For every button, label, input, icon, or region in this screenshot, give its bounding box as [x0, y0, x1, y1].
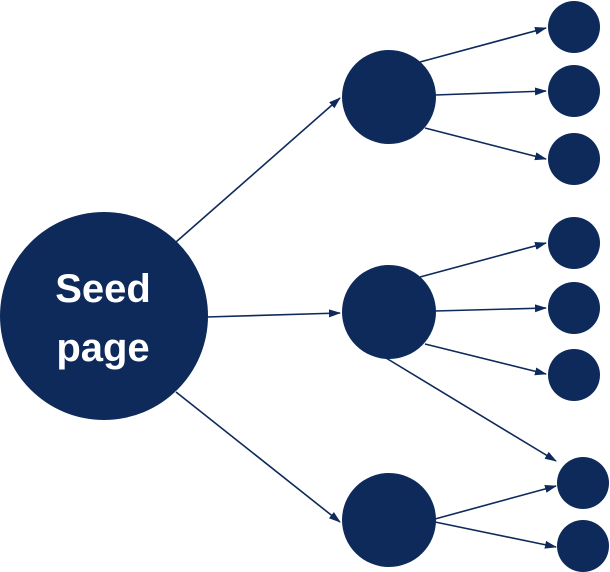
- leaf-node-7: [557, 457, 609, 509]
- edge-seed-to-node-a: [175, 97, 341, 243]
- edge-c-to-leaf-7: [434, 485, 557, 520]
- seed-label-line2: page: [56, 326, 149, 370]
- leaf-node-8: [557, 520, 609, 572]
- edge-b-to-leaf-5: [434, 304, 547, 313]
- leaf-node-2: [548, 65, 600, 117]
- seed-page-node: Seed page: [0, 212, 208, 420]
- leaf-node-3: [548, 133, 600, 185]
- level1-node-b: [342, 265, 436, 359]
- edge-c-to-leaf-8: [434, 521, 557, 549]
- leaf-node-5: [548, 282, 600, 334]
- leaf-node-6: [548, 349, 600, 401]
- edge-seed-to-node-b: [205, 309, 341, 318]
- seed-edges: [175, 97, 341, 523]
- seed-label-line1: Seed: [55, 267, 151, 311]
- level1-edges: [385, 27, 557, 549]
- edge-b-to-leaf-7: [385, 357, 557, 462]
- edge-a-to-leaf-1: [419, 27, 547, 63]
- seed-page-circle: [0, 212, 208, 420]
- edge-seed-to-node-c: [175, 391, 341, 523]
- level1-node-a: [342, 50, 436, 144]
- leaf-node-1: [548, 1, 600, 53]
- edge-b-to-leaf-4: [419, 242, 547, 278]
- edge-a-to-leaf-3: [424, 127, 547, 161]
- leaf-node-4: [548, 217, 600, 269]
- edge-b-to-leaf-6: [424, 343, 547, 376]
- level1-node-c: [342, 473, 436, 567]
- edge-a-to-leaf-2: [434, 87, 547, 96]
